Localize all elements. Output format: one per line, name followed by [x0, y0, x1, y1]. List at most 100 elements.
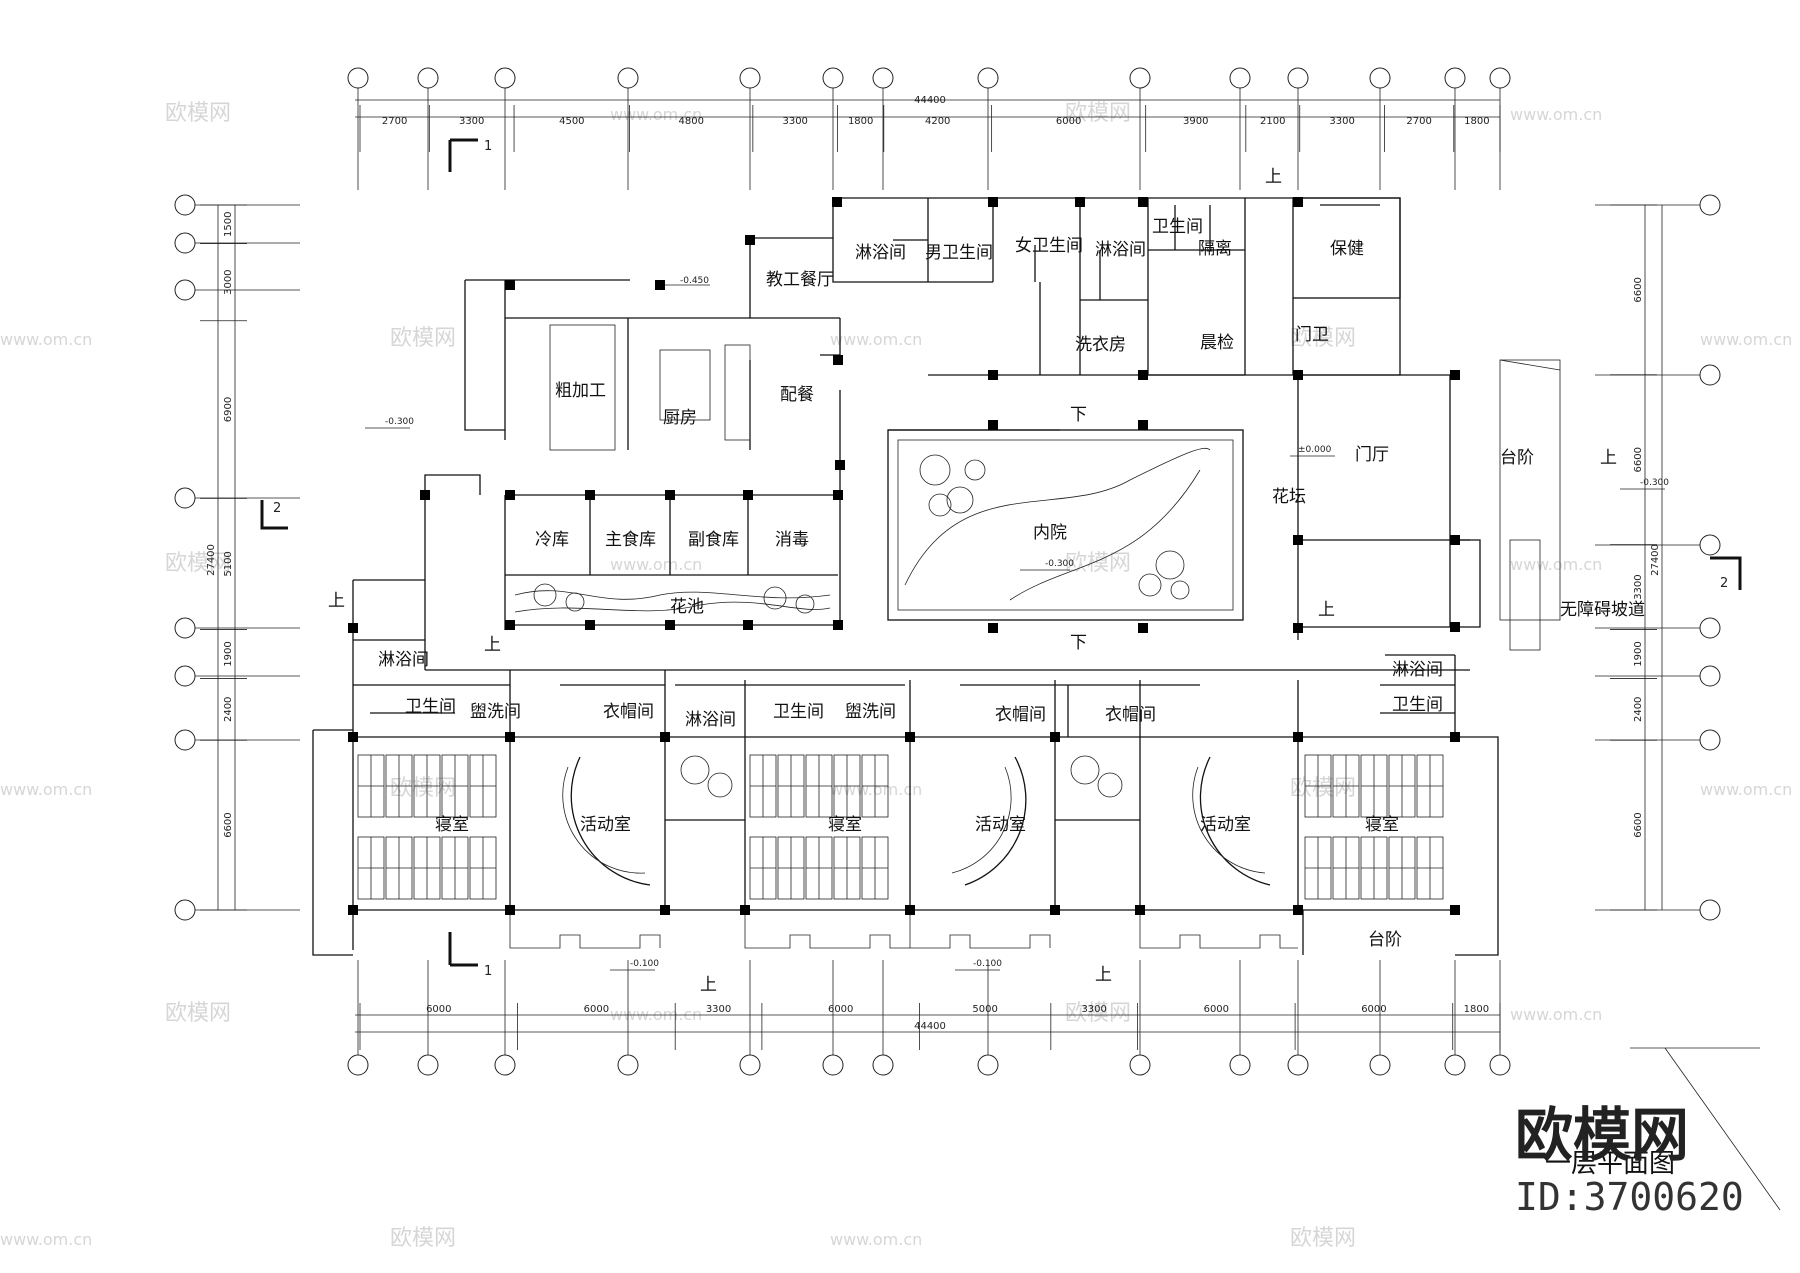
room-label-wc: 卫生间 [405, 697, 456, 717]
bottom-segment-label: 5000 [972, 1004, 997, 1015]
watermark-text: 欧模网 [1290, 776, 1356, 801]
room-label-flower-pool: 花池 [670, 597, 704, 617]
room-label-serving: 配餐 [780, 385, 814, 405]
left-segment-label: 3000 [223, 269, 234, 294]
column [1050, 732, 1060, 742]
column [665, 620, 675, 630]
bed-grids [357, 754, 1444, 900]
top-segment-label: 3900 [1183, 116, 1208, 127]
room-label-women-wc: 女卫生间 [1015, 236, 1083, 256]
bottom-segment-label: 1800 [1464, 1004, 1489, 1015]
room-label-cloakroom: 衣帽间 [603, 702, 654, 722]
axis-bubble [174, 279, 196, 301]
axis-bubble [174, 194, 196, 216]
right-segment-label: 6600 [1633, 277, 1644, 302]
watermark-site: www.om.cn [0, 1230, 92, 1249]
room-label-side-food: 副食库 [688, 530, 739, 550]
axis-bubble [1129, 67, 1151, 89]
column [835, 460, 845, 470]
axis-bubble [417, 67, 439, 89]
column [988, 370, 998, 380]
axis-bubble [872, 1054, 894, 1076]
column [1293, 197, 1303, 207]
axis-bubble [174, 729, 196, 751]
axis-bubble [977, 1054, 999, 1076]
section-mark-1: 1 [484, 964, 492, 979]
room-label-kitchen: 厨房 [663, 408, 697, 428]
room-label-shower: 淋浴间 [855, 243, 906, 263]
column [1138, 420, 1148, 430]
axis-bubble [1129, 1054, 1151, 1076]
axis-bubble [1444, 1054, 1466, 1076]
top-segment-label: 1800 [1464, 116, 1489, 127]
bottom-segment-label: 6000 [1204, 1004, 1229, 1015]
drawing-title: 一层平面图 [1545, 1149, 1675, 1179]
watermark-text: 欧模网 [390, 776, 456, 801]
column [660, 732, 670, 742]
direction-markers: 上 上 上 上 上 上 上 下 下 [328, 167, 1617, 995]
watermark-site: www.om.cn [0, 780, 92, 799]
axis-bubble [617, 1054, 639, 1076]
column [505, 620, 515, 630]
building-walls [312, 197, 1561, 956]
dim-top-total: 44400 [914, 95, 946, 106]
column [1450, 905, 1460, 915]
top-segment-label: 2700 [382, 116, 407, 127]
room-label-shower: 淋浴间 [685, 710, 736, 730]
right-segment-label: 6600 [1633, 447, 1644, 472]
watermark-text: 欧模网 [390, 326, 456, 351]
top-segment-label: 4500 [559, 116, 584, 127]
right-segment-label: 2400 [1633, 697, 1644, 722]
column [988, 197, 998, 207]
left-segment-label: 2400 [223, 697, 234, 722]
watermark-site: www.om.cn [830, 330, 922, 349]
axis-bubble [347, 67, 369, 89]
axis-bubble [1489, 1054, 1511, 1076]
column [1293, 535, 1303, 545]
column [660, 905, 670, 915]
axis-bubble [1489, 67, 1511, 89]
axis-bubble [174, 232, 196, 254]
room-label-ramp: 无障碍坡道 [1560, 600, 1645, 620]
room-label-shower: 淋浴间 [1392, 660, 1443, 680]
bottom-segment-label: 6000 [828, 1004, 853, 1015]
watermark-site: www.om.cn [830, 1230, 922, 1249]
top-segment-label: 6000 [1056, 116, 1081, 127]
bottom-segment-label: 6000 [584, 1004, 609, 1015]
column [988, 420, 998, 430]
column [1050, 905, 1060, 915]
up-marker: 上 [700, 975, 717, 995]
column [1135, 905, 1145, 915]
watermark-site: www.om.cn [610, 1005, 702, 1024]
column [1138, 197, 1148, 207]
watermark-site: www.om.cn [830, 780, 922, 799]
top-segment-label: 2100 [1260, 116, 1285, 127]
column [348, 623, 358, 633]
bottom-segment-label: 3300 [1081, 1004, 1106, 1015]
level-hall: ±0.000 [1298, 445, 1332, 455]
watermark-site: www.om.cn [0, 330, 92, 349]
room-label-shower: 淋浴间 [1095, 240, 1146, 260]
column [905, 905, 915, 915]
column [1138, 370, 1148, 380]
right-segment-label: 3300 [1633, 574, 1644, 599]
axis-bubble [174, 617, 196, 639]
room-label-morning-check: 晨检 [1200, 333, 1234, 353]
axis-bubble [822, 67, 844, 89]
watermark-site: www.om.cn [1510, 555, 1602, 574]
column [1450, 370, 1460, 380]
room-label-men-wc: 男卫生间 [925, 243, 993, 263]
column [833, 490, 843, 500]
watermark-site: www.om.cn [1700, 330, 1792, 349]
axis-bubble [174, 665, 196, 687]
axis-bubble [977, 67, 999, 89]
room-label-bedroom: 寝室 [828, 814, 862, 835]
room-label-isolation: 隔离 [1198, 239, 1232, 259]
room-label-disinfection: 消毒 [775, 530, 809, 550]
room-label-activity: 活动室 [580, 815, 631, 835]
room-label-activity: 活动室 [1200, 815, 1251, 835]
structural-columns [348, 197, 1460, 915]
column [655, 280, 665, 290]
column [988, 623, 998, 633]
